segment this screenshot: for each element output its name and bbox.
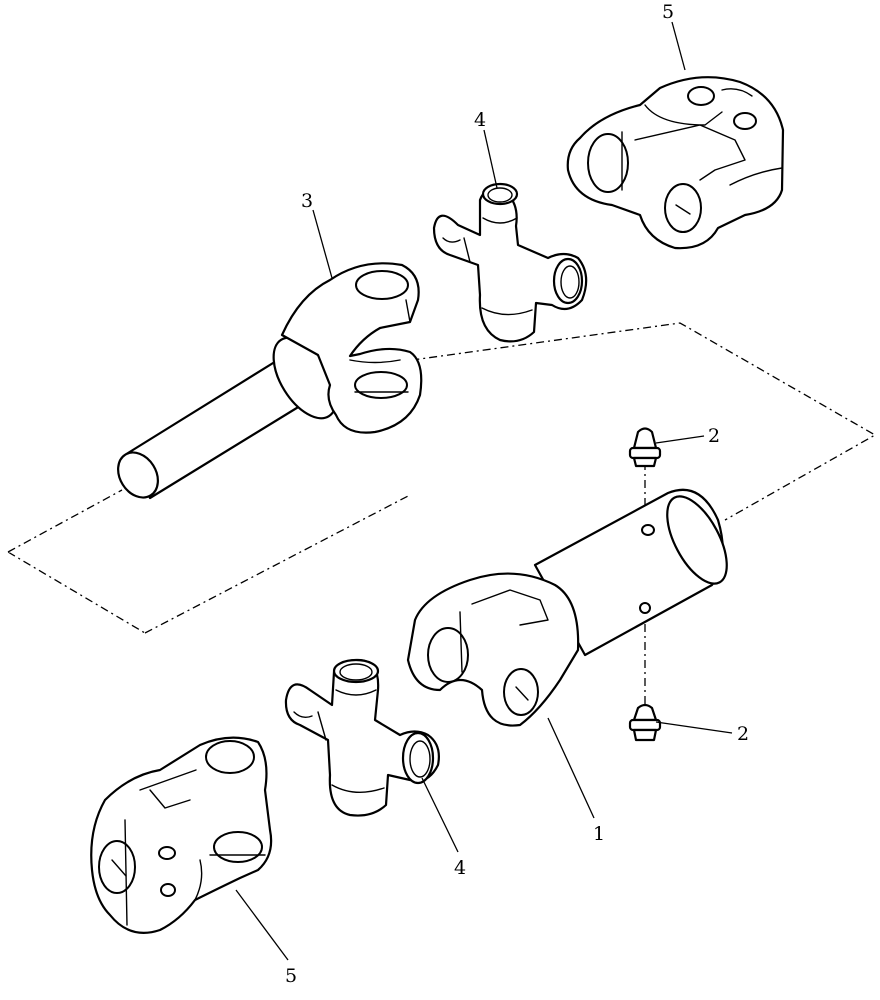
callout-3: 3 [301, 190, 313, 212]
callout-2-bottom: 2 [737, 723, 749, 745]
universal-joint-cross-top [432, 182, 588, 343]
shaft-yoke [117, 262, 423, 500]
universal-joint-cross-bottom [284, 658, 440, 817]
leader-lines [235, 21, 733, 961]
callout-4-top: 4 [474, 109, 486, 131]
yoke-tube [406, 488, 728, 727]
grease-fitting-top [628, 427, 662, 468]
leader-5-bottom [235, 889, 289, 961]
callout-5-bottom: 5 [285, 965, 297, 987]
leader-4-top [483, 129, 498, 189]
leader-2-bottom [655, 721, 733, 734]
leader-1 [547, 717, 595, 819]
leader-3 [312, 209, 333, 279]
callout-4-bottom: 4 [454, 857, 466, 879]
leader-4-bottom [421, 777, 459, 853]
callout-1: 1 [593, 823, 605, 845]
flange-yoke-bottom [90, 736, 273, 934]
grease-fitting-bottom [628, 703, 662, 742]
leader-5-top [671, 21, 686, 71]
flange-yoke-top [566, 76, 785, 250]
callout-2-top: 2 [708, 425, 720, 447]
callout-5-top: 5 [662, 1, 674, 23]
callout-labels: 5 4 3 2 2 1 4 5 [285, 1, 749, 987]
leader-2-top [655, 435, 705, 444]
